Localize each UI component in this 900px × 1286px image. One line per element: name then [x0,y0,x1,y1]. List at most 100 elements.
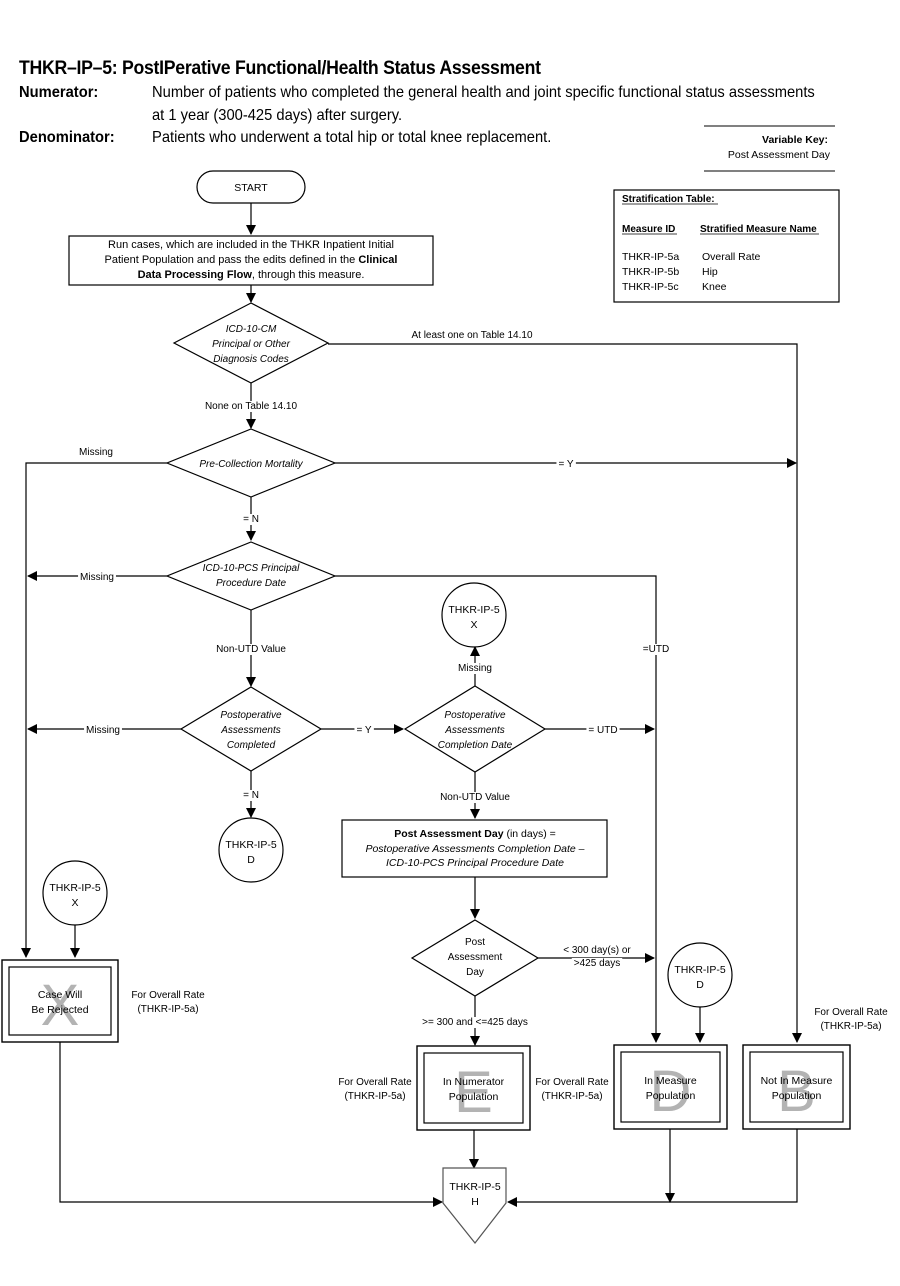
connector-d-mid-label-line: D [247,854,255,866]
outcome-x-rejected [1,959,119,1043]
numerator-label: Numerator: [19,84,99,101]
edge-label-range-out-line: >425 days [574,958,620,969]
outcome-d-measure-population [613,1044,728,1130]
postop-date-label-line: Assessments [444,725,504,736]
page-title: THKR–IP–5: PostIPerative Functional/Heal… [19,58,541,79]
icd10cm-label-line: Diagnosis Codes [213,354,289,365]
outcome-x-rejected-label-line: Be Rejected [31,1004,88,1016]
edge-reject-to-h [59,1042,443,1207]
outcome-e-numerator-letter: E [454,1060,493,1125]
edge-label-missing: Missing [86,725,120,736]
postop-completed-label-line: Assessments [220,725,280,736]
denominator-label: Denominator: [19,129,115,146]
run-cases-line: Run cases, which are included in the THK… [108,239,394,251]
outcome-b-not-in-population-inner [749,1051,844,1123]
denominator-row: Denominator: [19,129,123,147]
outcome-e-numerator [416,1045,531,1131]
numerator-text: Number of patients who completed the gen… [152,84,815,101]
clinical-flow-ref: Clinical [358,254,397,266]
variable-key-item: Post Assessment Day [728,149,831,161]
edge-label-non-utd-bg [438,792,513,803]
table-row-measure-id: THKR-IP-5b [622,266,679,278]
annotation-overall-rate-line: (THKR-IP-5a) [344,1091,405,1102]
table-row-measure-id: THKR-IP-5c [622,281,679,293]
table-row-measure-id: THKR-IP-5a [622,251,679,263]
edge-label-eq-utd: =UTD [643,644,669,655]
edge-label-range-in: >= 300 and <=425 days [422,1017,528,1028]
edge-label-missing-bg [84,725,122,736]
connector-d-right-label-line: THKR-IP-5 [674,964,725,976]
edge-label-non-utd-bg [214,644,289,655]
run-cases-text: Patient Population and pass the edits de… [105,254,359,266]
edge-label-range-out-line-bg [571,958,623,969]
connector-h-label-line: THKR-IP-5 [449,1181,500,1193]
connector-x-top [441,582,507,648]
numerator-text-2: at 1 year (300-425 days) after surgery. [152,107,424,125]
table-row-measure-name: Knee [702,281,727,293]
edge-label-eq-utd-bg [586,725,620,736]
outcome-d-measure-population-letter: D [650,1059,692,1124]
clinical-flow-ref: Data Processing Flow [138,269,253,281]
icd10cm-label-line: Principal or Other [212,339,290,350]
stratification-table [613,189,840,303]
edge-label-eq-y-bg [556,459,576,470]
outcome-d-measure-population-inner [620,1051,721,1123]
connector-d-mid-label-line: THKR-IP-5 [225,839,276,851]
measure-header: THKR–IP–5: PostIPerative Functional/Heal… [19,58,879,80]
icd10cm-label-line: ICD-10-CM [226,324,277,335]
outcome-b-not-in-population-label-line: Not In Measure [761,1075,833,1087]
numerator-text-1: Number of patients who completed the gen… [152,84,872,102]
table-row-measure-name: Hip [702,266,718,278]
edge-label-range-in-bg [420,1017,530,1028]
connector-d-right-label-line: D [696,979,704,991]
edge-label-non-utd: Non-UTD Value [440,792,510,803]
outcome-x-rejected-inner [8,966,112,1036]
outcome-x-rejected-letter: X [41,973,80,1038]
outcome-d-measure-population-label-line: Population [646,1090,696,1102]
edge-label-at-least-one: At least one on Table 14.10 [411,330,532,341]
outcome-b-not-in-population-letter: B [777,1059,816,1124]
edge-label-eq-n-bg [241,790,261,801]
calc-variable-name: Post Assessment Day [394,828,503,840]
run-cases-line: Patient Population and pass the edits de… [105,254,398,266]
postop-completed-label-line: Completed [227,740,276,751]
post-assessment-day-calc-box [341,819,608,878]
edge-label-missing-bg [78,572,116,583]
edge-label-missing: Missing [79,447,113,458]
run-cases-box [68,235,434,286]
postop-date-label-line: Completion Date [438,740,513,751]
run-cases-line: Data Processing Flow, through this measu… [138,269,365,281]
edge-icd10cm-yes [328,343,802,1043]
connector-d-right [667,942,733,1008]
denominator-text-row: Patients who underwent a total hip or to… [152,129,586,147]
icd10pcs-decision [165,541,337,611]
annotation-overall-rate-line: For Overall Rate [535,1077,609,1088]
edge-label-eq-y: = Y [558,459,573,470]
edge-label-eq-utd: = UTD [588,725,617,736]
denominator-text: Patients who underwent a total hip or to… [152,129,552,146]
edge-label-none-on-bg [202,401,300,412]
col-header-measure-id: Measure ID [622,224,675,235]
precollection-mortality-decision [165,428,337,498]
connector-d-mid [218,817,284,883]
connector-x-top-label-line: X [470,619,477,631]
icd10pcs-label-line: Procedure Date [216,578,286,589]
outcome-x-rejected-label-line: Case Will [38,989,82,1001]
edge-label-eq-utd-bg [640,644,672,655]
edge-label-eq-n: = N [243,514,259,525]
col-header-measure-name: Stratified Measure Name [700,224,817,235]
annotation-overall-rate-line: (THKR-IP-5a) [137,1004,198,1015]
annotation-overall-rate-line: (THKR-IP-5a) [541,1091,602,1102]
variable-key-title: Variable Key: [762,134,828,146]
postop-date-decision [403,685,547,773]
connector-x-left-label-line: THKR-IP-5 [49,882,100,894]
outcome-b-not-in-population-label-line: Population [772,1090,822,1102]
icd10pcs-label-line: ICD-10-PCS Principal [203,563,300,574]
connector-x-left-label-line: X [71,897,78,909]
post-assessment-day-label-line: Day [466,967,484,978]
calc-box-line: Post Assessment Day (in days) = [394,828,556,840]
edge-label-missing: Missing [458,663,492,674]
calc-units: (in days) = [504,828,556,840]
precollection-mortality-label: Pre-Collection Mortality [199,459,303,470]
